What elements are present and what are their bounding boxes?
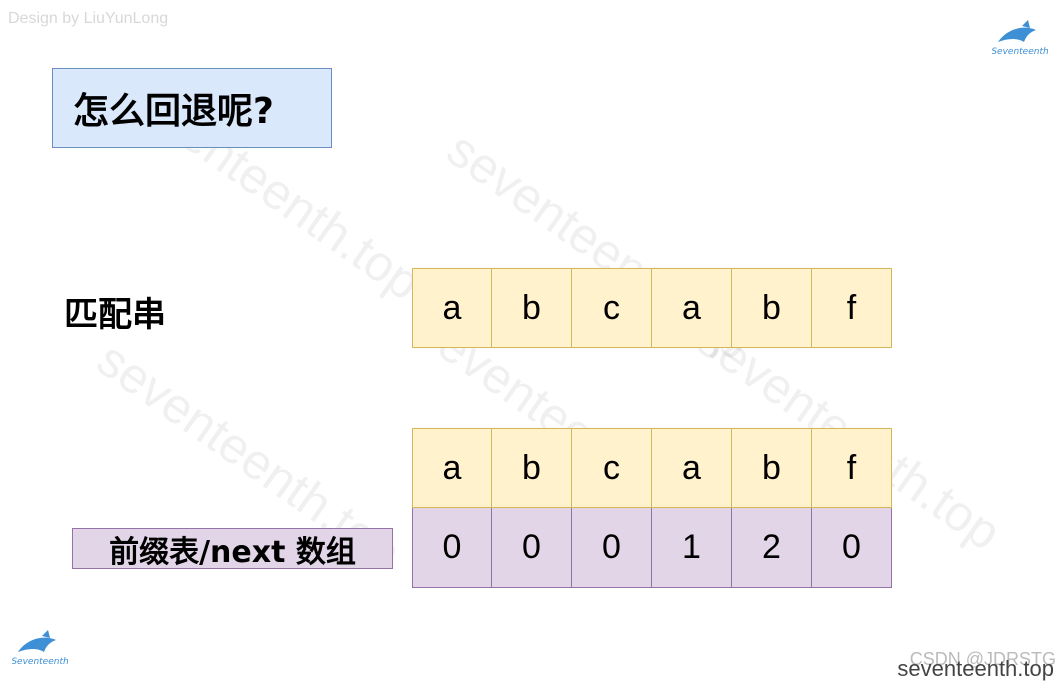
svg-text:Seventeenth: Seventeenth: [992, 47, 1048, 57]
svg-text:Seventeenth: Seventeenth: [12, 657, 68, 667]
match-cell: b: [492, 268, 572, 348]
pattern-cell: a: [652, 428, 732, 508]
next-array-label-text: 前缀表/next 数组: [109, 534, 356, 570]
next-cell: 0: [572, 508, 652, 588]
match-cell: b: [732, 268, 812, 348]
pattern-row: a b c a b f: [412, 428, 892, 508]
next-cell: 0: [492, 508, 572, 588]
pattern-cell: a: [412, 428, 492, 508]
match-cell: a: [412, 268, 492, 348]
seventeenth-logo-icon: Seventeenth: [12, 630, 68, 667]
next-array-label: 前缀表/next 数组: [72, 528, 393, 570]
match-string-label: 匹配串: [64, 295, 166, 335]
next-array-row: 0 0 0 1 2 0: [412, 508, 892, 588]
next-cell: 0: [412, 508, 492, 588]
site-credit: seventeenth.top: [897, 656, 1054, 681]
next-cell: 1: [652, 508, 732, 588]
title-text: 怎么回退呢?: [73, 91, 274, 132]
match-string-row: a b c a b f: [412, 268, 892, 348]
pattern-cell: b: [732, 428, 812, 508]
pattern-cell: c: [572, 428, 652, 508]
pattern-cell: b: [492, 428, 572, 508]
next-cell: 0: [812, 508, 892, 588]
match-cell: a: [652, 268, 732, 348]
design-credit: Design by LiuYunLong: [8, 10, 169, 27]
next-cell: 2: [732, 508, 812, 588]
seventeenth-logo-icon: Seventeenth: [992, 20, 1048, 57]
pattern-cell: f: [812, 428, 892, 508]
csdn-credit: CSDN @JDRSTG: [909, 649, 1056, 669]
title-box: 怎么回退呢?: [52, 68, 332, 148]
match-cell: c: [572, 268, 652, 348]
match-cell: f: [812, 268, 892, 348]
